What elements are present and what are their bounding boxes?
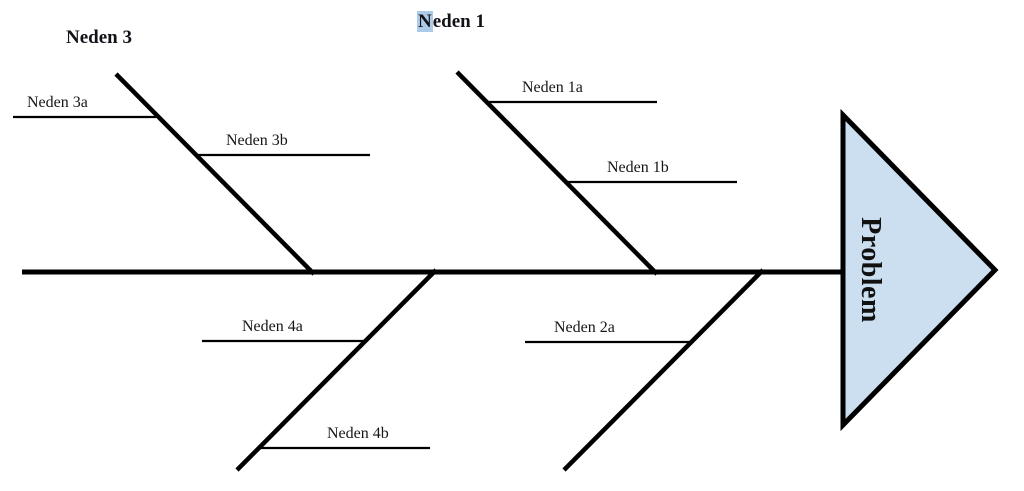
sub-cause-label-neden-1a: Neden 1a (522, 79, 583, 96)
sub-cause-label-neden-2a: Neden 2a (554, 319, 615, 336)
sub-cause-label-neden-4a: Neden 4a (242, 318, 303, 335)
sub-cause-label-neden-1b: Neden 1b (607, 159, 669, 176)
bone-neden-1 (455, 70, 659, 276)
problem-arrow-shape (840, 108, 999, 432)
branch-title-neden-1-rest: eden 1 (432, 11, 485, 32)
highlighted-letter: N (417, 11, 433, 32)
branch-title-neden-1: Neden 1 (417, 11, 485, 33)
bone-neden-4 (235, 268, 438, 472)
bone-neden-3 (114, 72, 316, 276)
sub-cause-label-neden-4b: Neden 4b (327, 425, 389, 442)
branch-title-neden-3: Neden 3 (66, 27, 132, 48)
sub-cause-label-neden-3b: Neden 3b (226, 132, 288, 149)
sub-cause-label-neden-3a: Neden 3a (27, 94, 88, 111)
bone-neden-2 (562, 268, 765, 472)
problem-label: Problem (855, 217, 886, 323)
